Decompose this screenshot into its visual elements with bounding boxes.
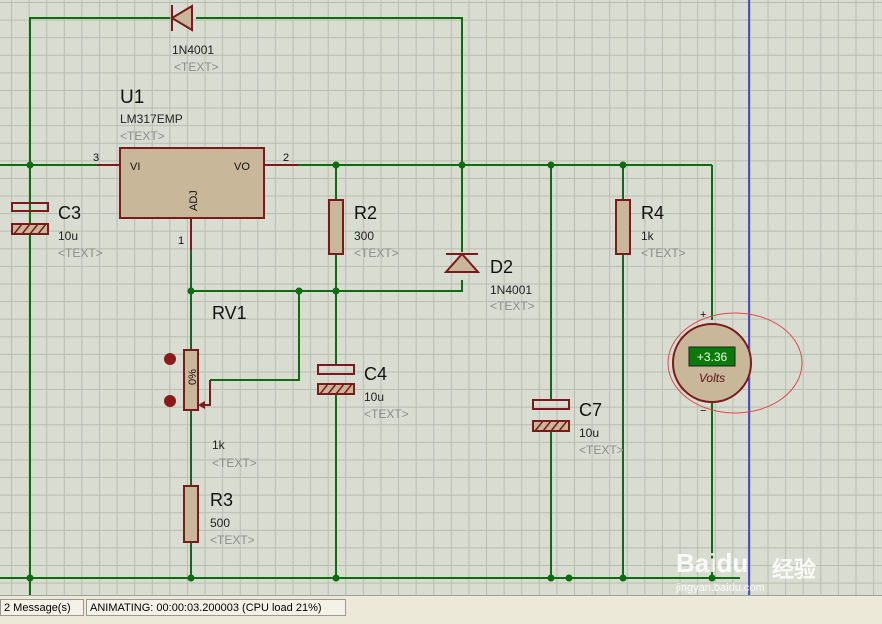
rv1-value-label: 1k [212, 438, 226, 452]
d2-ref-label: D2 [490, 257, 513, 277]
capacitor-c7[interactable]: C7 10u <TEXT> [532, 399, 624, 457]
c3-text-label: <TEXT> [58, 246, 103, 260]
u1-pin-vo: VO [234, 161, 250, 173]
r3-ref-label: R3 [210, 490, 233, 510]
watermark-text: 经验 [772, 557, 817, 582]
voltmeter-display [688, 346, 736, 367]
r4-ref-label: R4 [641, 203, 664, 223]
rv1-ref-label: RV1 [212, 303, 247, 323]
voltmeter-minus-terminal: − [700, 405, 706, 417]
resistor-r2[interactable]: R2 300 <TEXT> [328, 199, 399, 260]
status-bar: 2 Message(s) ANIMATING: 00:00:03.200003 … [0, 595, 882, 624]
voltmeter[interactable]: +3.36 Volts + − [667, 309, 803, 417]
capacitor-c3[interactable]: C3 10u <TEXT> [11, 202, 103, 260]
resistor-r4[interactable]: R4 1k <TEXT> [615, 199, 686, 260]
capacitor-c4[interactable]: C4 10u <TEXT> [317, 364, 409, 421]
r4-text-label: <TEXT> [641, 246, 686, 260]
schematic-canvas[interactable]: 1N4001 <TEXT> U1 LM317EMP <TEXT> VI VO A… [0, 0, 882, 595]
watermark-logo: Baidu [676, 548, 749, 578]
c4-text-label: <TEXT> [364, 407, 409, 421]
rv1-decrease-button[interactable] [164, 395, 176, 407]
u1-pin3-number: 3 [93, 152, 99, 164]
diode-d2[interactable]: D2 1N4001 <TEXT> [443, 252, 535, 313]
u1-text-label: <TEXT> [120, 129, 165, 143]
d1-text-label: <TEXT> [174, 60, 219, 74]
voltmeter-unit: Volts [699, 371, 725, 385]
u1-ref-label: U1 [120, 87, 144, 108]
voltmeter-reading: +3.36 [697, 350, 728, 364]
r3-text-label: <TEXT> [210, 533, 255, 547]
animation-status: ANIMATING: 00:00:03.200003 (CPU load 21%… [86, 599, 346, 616]
r2-value-label: 300 [354, 229, 374, 243]
voltmeter-plus-terminal: + [700, 309, 706, 321]
rv1-wiper-label: 0% [187, 369, 199, 385]
c4-value-label: 10u [364, 390, 384, 404]
wires [0, 17, 740, 595]
rv1-increase-button[interactable] [164, 353, 176, 365]
voltmeter-selection-ring [667, 312, 803, 414]
u1-pin-adj: ADJ [188, 190, 200, 211]
junctions [26, 161, 716, 582]
rv1-text-label: <TEXT> [212, 456, 257, 470]
u1-part-label: LM317EMP [120, 112, 183, 126]
resistor-r3[interactable]: R3 500 <TEXT> [183, 485, 255, 547]
d2-part-label: 1N4001 [490, 283, 532, 297]
r4-value-label: 1k [641, 229, 655, 243]
d1-part-label: 1N4001 [172, 43, 214, 57]
regulator-u1[interactable]: U1 LM317EMP <TEXT> VI VO ADJ 3 2 1 [93, 87, 298, 250]
r2-text-label: <TEXT> [354, 246, 399, 260]
r2-ref-label: R2 [354, 203, 377, 223]
watermark-url: jingyan.baidu.com [676, 582, 765, 594]
watermark: Baidu 经验 jingyan.baidu.com [676, 546, 876, 596]
d2-text-label: <TEXT> [490, 299, 535, 313]
u1-pin2-number: 2 [283, 152, 289, 164]
c4-ref-label: C4 [364, 364, 387, 384]
circuit-diagram: 1N4001 <TEXT> U1 LM317EMP <TEXT> VI VO A… [0, 0, 803, 595]
diode-d1[interactable]: 1N4001 <TEXT> [170, 4, 219, 74]
potentiometer-rv1[interactable]: 0% RV1 1k <TEXT> [164, 303, 257, 470]
r3-value-label: 500 [210, 516, 230, 530]
c7-value-label: 10u [579, 426, 599, 440]
c7-ref-label: C7 [579, 400, 602, 420]
messages-count[interactable]: 2 Message(s) [0, 599, 84, 616]
c3-ref-label: C3 [58, 203, 81, 223]
c7-text-label: <TEXT> [579, 443, 624, 457]
c3-value-label: 10u [58, 229, 78, 243]
u1-pin-vi: VI [130, 161, 140, 173]
u1-pin1-number: 1 [178, 235, 184, 247]
